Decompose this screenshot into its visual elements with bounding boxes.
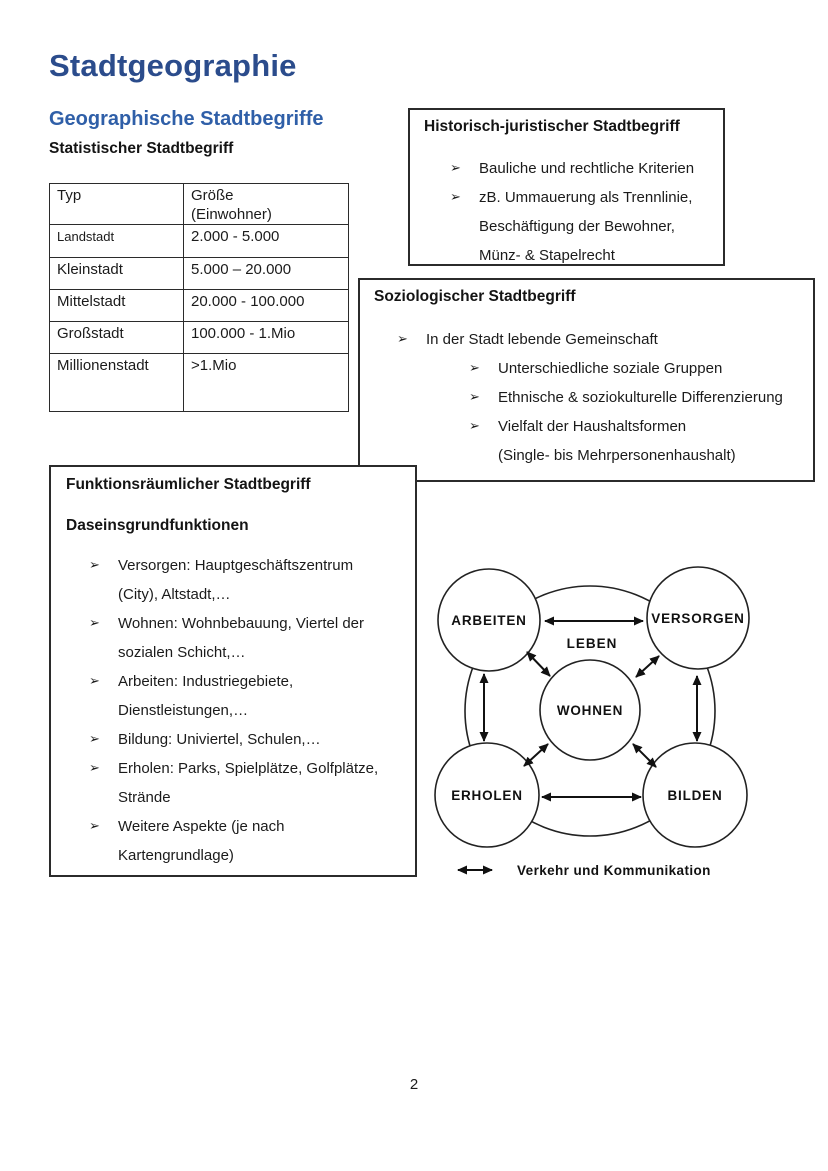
- cell-groesse: 20.000 - 100.000: [183, 289, 349, 322]
- column-header-groesse-line2: (Einwohner): [191, 206, 272, 223]
- column-header-typ: Typ: [49, 183, 184, 225]
- bullet-arrow-icon: ➢: [89, 674, 100, 689]
- bullet-item: ➢ Weitere Aspekte (je nach Kartengrundla…: [89, 812, 378, 870]
- node-arbeiten-label: ARBEITEN: [451, 613, 526, 628]
- bullet-list: ➢ Bauliche und rechtliche Kriterien ➢ zB…: [450, 154, 694, 270]
- bullet-item: ➢ In der Stadt lebende Gemeinschaft: [397, 325, 658, 354]
- bullet-arrow-icon: ➢: [89, 761, 100, 776]
- edge-wohnen-bilden: [632, 743, 657, 768]
- bullet-line: Versorgen: Hauptgeschäftszentrum: [118, 557, 354, 574]
- node-arbeiten-circle: [437, 568, 541, 672]
- leben-ring: [464, 585, 716, 837]
- bullet-line: Arbeiten: Industriegebiete,: [118, 673, 294, 690]
- bullet-item: ➢ Versorgen: Hauptgeschäftszentrum (City…: [89, 551, 378, 609]
- bullet-arrow-icon: ➢: [469, 419, 480, 434]
- cell-typ: Mittelstadt: [49, 289, 184, 322]
- table-header-row: Typ Größe (Einwohner): [49, 183, 349, 225]
- page-title: Stadtgeographie: [49, 48, 297, 83]
- cell-groesse: 2.000 - 5.000: [183, 224, 349, 258]
- bullet-line: Unterschiedliche soziale Gruppen: [498, 360, 723, 377]
- bullet-line: Strände: [118, 789, 171, 806]
- node-bilden-label: BILDEN: [667, 788, 722, 803]
- bullet-line: Weitere Aspekte (je nach: [118, 818, 285, 835]
- bullet-line: (Single- bis Mehrpersonenhaushalt): [498, 447, 736, 464]
- legend-label: Verkehr und Kommunikation: [517, 863, 711, 878]
- table-row: Landstadt 2.000 - 5.000: [49, 224, 349, 258]
- bullet-item: ➢ Ethnische & soziokulturelle Differenzi…: [469, 383, 783, 412]
- box-historisch-juristisch: Historisch-juristischer Stadtbegriff ➢ B…: [408, 108, 725, 266]
- city-size-table: Typ Größe (Einwohner) Landstadt 2.000 - …: [49, 183, 349, 412]
- cell-groesse: 5.000 – 20.000: [183, 257, 349, 290]
- edge-wohnen-arbeiten: [526, 651, 551, 677]
- bullet-arrow-icon: ➢: [89, 819, 100, 834]
- bullet-line: Beschäftigung der Bewohner,: [479, 218, 675, 235]
- edge-wohnen-versorgen: [635, 655, 660, 678]
- bullet-item: ➢ Bildung: Univiertel, Schulen,…: [89, 725, 378, 754]
- subsection-heading: Statistischer Stadtbegriff: [49, 140, 234, 157]
- bullet-line: Dienstleistungen,…: [118, 702, 249, 719]
- bullet-arrow-icon: ➢: [469, 390, 480, 405]
- bullet-item: ➢ Erholen: Parks, Spielplätze, Golfplätz…: [89, 754, 378, 812]
- node-versorgen-label: VERSORGEN: [651, 611, 744, 626]
- box-title: Soziologischer Stadtbegriff: [374, 288, 576, 305]
- daseinsgrundfunktionen-diagram: ARBEITEN VERSORGEN WOHNEN ERHOLEN BILDEN…: [434, 566, 750, 878]
- bullet-line: Ethnische & soziokulturelle Differenzier…: [498, 389, 783, 406]
- box-soziologisch: Soziologischer Stadtbegriff ➢ In der Sta…: [358, 278, 815, 482]
- bullet-item: ➢ Arbeiten: Industriegebiete, Dienstleis…: [89, 667, 378, 725]
- bullet-line: Erholen: Parks, Spielplätze, Golfplätze,: [118, 760, 379, 777]
- bullet-line: In der Stadt lebende Gemeinschaft: [426, 331, 658, 348]
- node-wohnen-label: WOHNEN: [557, 703, 623, 718]
- node-bilden-circle: [642, 742, 748, 848]
- page-number: 2: [409, 1076, 419, 1093]
- cell-typ: Kleinstadt: [49, 257, 184, 290]
- cell-groesse: >1.Mio: [183, 353, 349, 412]
- box-title: Funktionsräumlicher Stadtbegriff: [66, 476, 311, 493]
- box-title: Historisch-juristischer Stadtbegriff: [424, 118, 680, 135]
- bullet-line: Kartengrundlage): [118, 847, 234, 864]
- node-erholen-circle: [434, 742, 540, 848]
- bullet-arrow-icon: ➢: [397, 332, 408, 347]
- table-row: Millionenstadt >1.Mio: [49, 353, 349, 412]
- bullet-arrow-icon: ➢: [89, 732, 100, 747]
- bullet-sublist: ➢ Unterschiedliche soziale Gruppen ➢ Eth…: [469, 354, 783, 470]
- bullet-line: Vielfalt der Haushaltsformen: [498, 418, 687, 435]
- column-header-groesse-line1: Größe: [191, 187, 234, 204]
- bullet-item: ➢ Vielfalt der Haushaltsformen (Single- …: [469, 412, 783, 470]
- table-row: Mittelstadt 20.000 - 100.000: [49, 289, 349, 322]
- section-heading: Geographische Stadtbegriffe: [49, 108, 324, 130]
- bullet-line: Bauliche und rechtliche Kriterien: [479, 160, 695, 177]
- bullet-arrow-icon: ➢: [450, 161, 461, 176]
- node-versorgen-circle: [646, 566, 750, 670]
- bullet-line: zB. Ummauerung als Trennlinie,: [479, 189, 693, 206]
- leben-ring-label: LEBEN: [567, 636, 618, 651]
- table-row: Kleinstadt 5.000 – 20.000: [49, 257, 349, 290]
- cell-groesse: 100.000 - 1.Mio: [183, 321, 349, 354]
- bullet-arrow-icon: ➢: [450, 190, 461, 205]
- bullet-item: ➢ Unterschiedliche soziale Gruppen: [469, 354, 783, 383]
- cell-typ: Großstadt: [49, 321, 184, 354]
- bullet-arrow-icon: ➢: [89, 558, 100, 573]
- bullet-line: Münz- & Stapelrecht: [479, 247, 615, 264]
- box-funktionsraeumlich: Funktionsräumlicher Stadtbegriff Daseins…: [49, 465, 417, 877]
- node-erholen-label: ERHOLEN: [451, 788, 523, 803]
- bullet-line: (City), Altstadt,…: [118, 586, 231, 603]
- bullet-item: ➢ Bauliche und rechtliche Kriterien: [450, 154, 694, 183]
- bullet-line: sozialen Schicht,…: [118, 644, 246, 661]
- bullet-arrow-icon: ➢: [469, 361, 480, 376]
- table-row: Großstadt 100.000 - 1.Mio: [49, 321, 349, 354]
- node-wohnen-circle: [539, 659, 641, 761]
- bullet-line: Bildung: Univiertel, Schulen,…: [118, 731, 321, 748]
- column-header-groesse: Größe (Einwohner): [183, 183, 349, 225]
- bullet-line: Wohnen: Wohnbebauung, Viertel der: [118, 615, 365, 632]
- bullet-list: ➢ Versorgen: Hauptgeschäftszentrum (City…: [89, 551, 378, 870]
- edge-wohnen-erholen: [523, 743, 549, 767]
- cell-typ: Millionenstadt: [49, 353, 184, 412]
- bullet-item: ➢ zB. Ummauerung als Trennlinie, Beschäf…: [450, 183, 694, 270]
- bullet-item: ➢ Wohnen: Wohnbebauung, Viertel der sozi…: [89, 609, 378, 667]
- box-subtitle: Daseinsgrundfunktionen: [66, 517, 249, 534]
- bullet-arrow-icon: ➢: [89, 616, 100, 631]
- cell-typ: Landstadt: [49, 224, 184, 258]
